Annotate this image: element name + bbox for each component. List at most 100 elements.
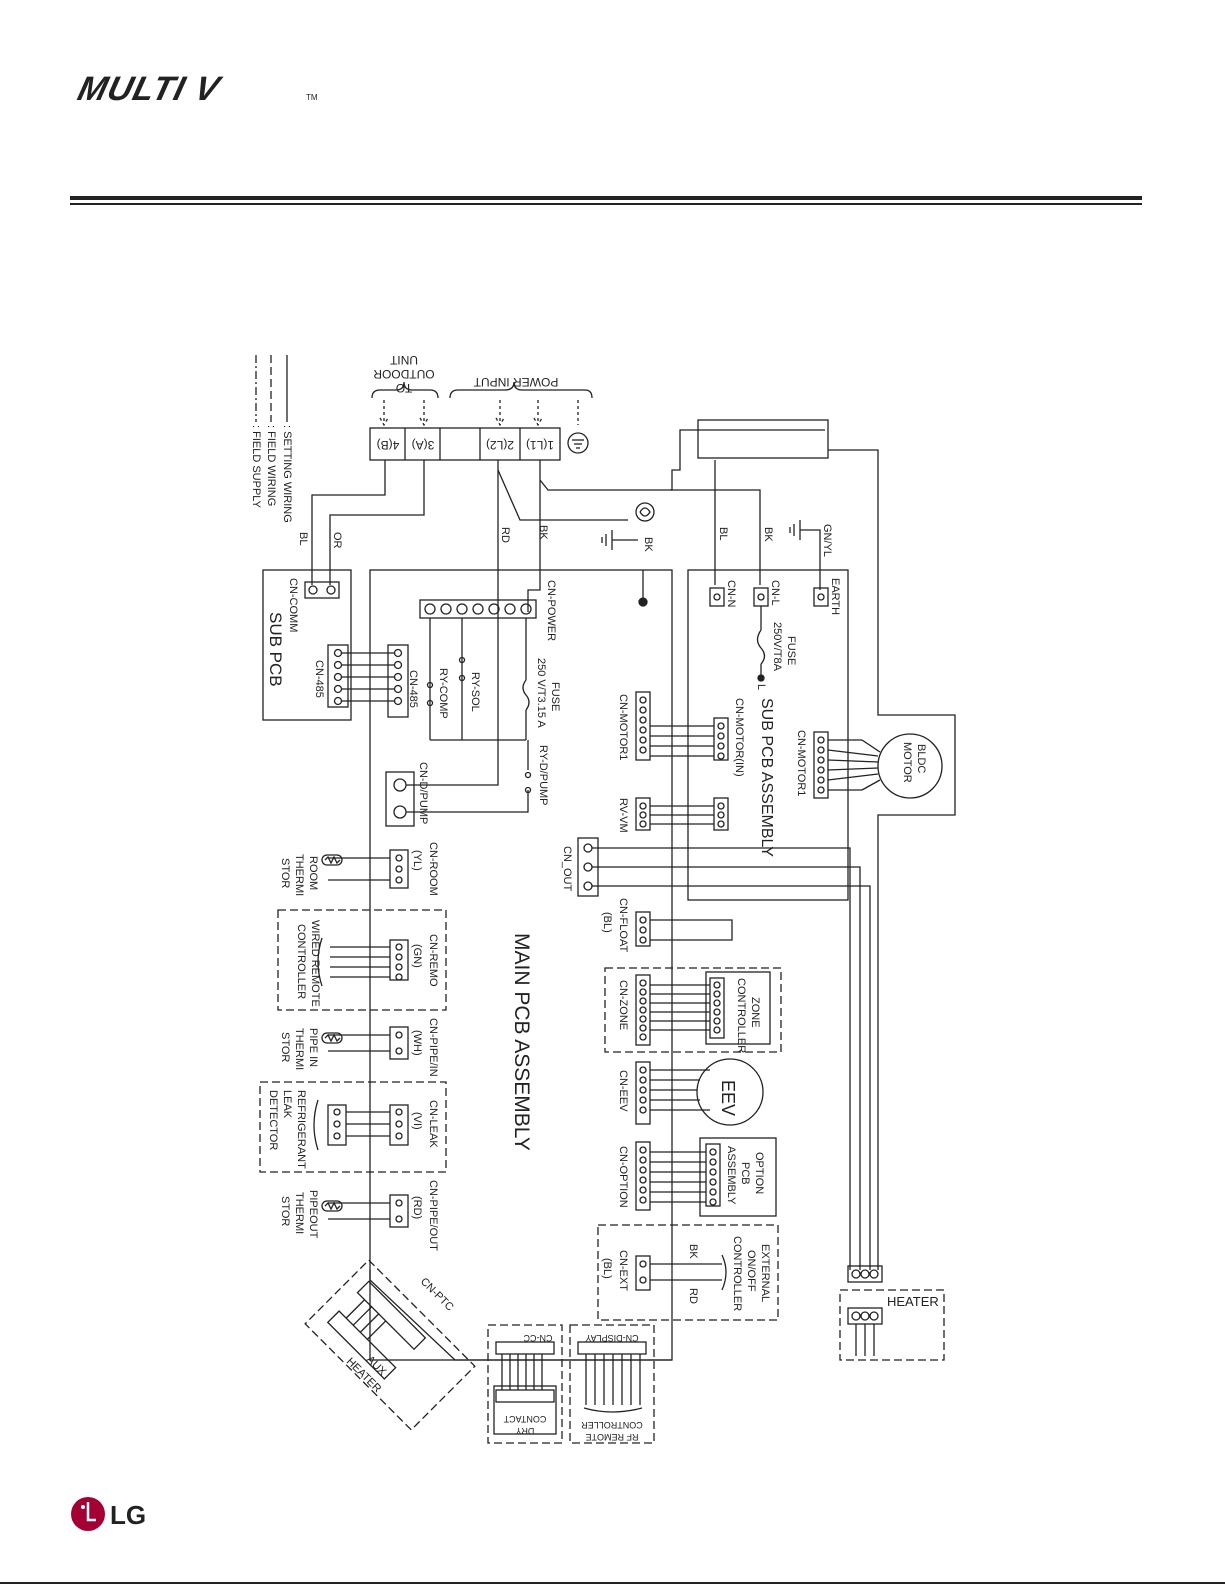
pipein-label-3: STOR xyxy=(279,1032,291,1062)
cn-motor-in-label: CN-MOTOR(IN) xyxy=(733,698,745,777)
cn-leak-label-2: (VI) xyxy=(411,1112,423,1130)
zone-label-1: ZONE xyxy=(749,997,761,1028)
terminal-4b: 4(B) xyxy=(377,438,400,452)
sub-fuse-label-1: FUSE xyxy=(785,636,797,665)
room-label-2: THERMI xyxy=(293,854,305,896)
ground-symbol-main xyxy=(601,530,613,550)
dry-label-1: DRY xyxy=(516,1426,535,1436)
remote-label-1: WIRED REMOTE xyxy=(309,920,321,1007)
power-relay xyxy=(697,419,829,459)
pipein-label-1: PIPE IN xyxy=(307,1028,319,1067)
power-input-label: POWER INPUT xyxy=(473,375,558,389)
rf-label-1: RF REMOTE xyxy=(586,1432,639,1442)
legend-field-wiring-label: : FIELD WIRING xyxy=(265,425,277,506)
room-label-3: STOR xyxy=(279,858,291,888)
ry-dpump-label: RY-D/PUMP xyxy=(537,745,549,806)
wire-bl xyxy=(311,460,386,585)
header-rule xyxy=(70,196,1142,205)
terminal-1l1: 1(L1) xyxy=(526,438,554,452)
cn-cc-label: CN-CC xyxy=(523,1333,552,1343)
earth-label: EARTH xyxy=(829,578,841,615)
cn-room-label-1: CN-ROOM xyxy=(427,842,439,896)
rv-vm-label: RV-VM xyxy=(617,798,629,833)
leak-label-3: DETECTOR xyxy=(267,1090,279,1150)
cn-485-label-main: CN-485 xyxy=(407,670,419,708)
ry-sol-label: RY-SOL xyxy=(469,672,481,712)
sub-pcb-title: SUB PCB xyxy=(266,612,285,687)
leak-label-2: LEAK xyxy=(281,1090,293,1119)
dry-label-2: CONTACT xyxy=(503,1414,546,1424)
cn-room-label-2: (YL) xyxy=(411,850,423,871)
wire-label-bl-2: BL xyxy=(717,527,729,540)
cn-out-label: CN_OUT xyxy=(561,846,573,892)
zone-label-2: CONTROLLER xyxy=(735,978,747,1053)
bldc-motor xyxy=(877,733,943,799)
leak-label-1: REFRIGERANT xyxy=(295,1090,307,1169)
fuse-label-2: 250 V/T3.15 A xyxy=(535,658,547,728)
cn-display-label: CN-DISPLAY xyxy=(585,1333,638,1343)
cn-ptc-label: CN-PTC xyxy=(418,1276,456,1314)
wire-or xyxy=(329,460,425,585)
sub-pcb-assembly-title: SUB PCB ASSEMBLY xyxy=(758,698,775,857)
wire-label-bk-3: BK xyxy=(762,527,774,542)
option-label-3: ASSEMBLY xyxy=(725,1146,737,1205)
pipeout-label-2: THERMI xyxy=(293,1192,305,1234)
cn-ext-label-2: (BL) xyxy=(601,1258,613,1279)
cn-power-connector xyxy=(419,599,537,619)
cn-comm-label: CN-COMM xyxy=(287,578,299,632)
wire-bk xyxy=(527,460,541,612)
pipeout-label-3: STOR xyxy=(279,1196,291,1226)
pipein-label-2: THERMI xyxy=(293,1028,305,1070)
outdoor-label-2: OUTDOOR xyxy=(373,367,435,381)
cn-motor1-sub-label: CN-MOTOR1 xyxy=(795,730,807,796)
cn-dpump-label: CN-D/PUMP xyxy=(417,762,429,824)
cn-motor1-main-label: CN-MOTOR1 xyxy=(617,694,629,760)
option-label-2: PCB xyxy=(739,1162,751,1185)
ground-symbol-terminal xyxy=(567,432,589,454)
multi-v-logo: MULTI V TM xyxy=(74,70,318,107)
option-label-1: OPTION xyxy=(753,1152,765,1194)
cn-eev-label: CN-EEV xyxy=(617,1070,629,1112)
pipeout-label-1: PIPEOUT xyxy=(307,1190,319,1239)
cn-leak-label-1: CN-LEAK xyxy=(427,1100,439,1148)
wire-label-rd: RD xyxy=(499,527,511,543)
terminal-2l2: 2(L2) xyxy=(486,438,514,452)
cn-float-label-1: CN-FLOAT xyxy=(617,898,629,952)
fuse-label-1: FUSE xyxy=(549,682,561,711)
wire-label-bk: BK xyxy=(537,525,549,540)
cn-pipein-label-2: (WH) xyxy=(411,1030,423,1056)
wire-label-bl: BL xyxy=(297,532,309,545)
cn-zone-label: CN-ZONE xyxy=(617,980,629,1030)
wire-label-rd-ext: RD xyxy=(687,1288,699,1304)
sub-pcb-box xyxy=(262,569,352,721)
cn-remo-label-2: (GN) xyxy=(411,944,423,968)
main-pcb-title: MAIN PCB ASSEMBLY xyxy=(510,933,533,1151)
wire-label-bk-ext: BK xyxy=(687,1244,699,1259)
bldc-label-2: MOTOR xyxy=(901,742,913,783)
cn-power-label: CN-POWER xyxy=(545,580,557,641)
lg-logo: LG xyxy=(71,1497,146,1531)
eev-label: EEV xyxy=(718,1080,738,1116)
footer-rule xyxy=(0,1582,1225,1584)
cn-pipein-label-1: CN-PIPE/IN xyxy=(427,1018,439,1077)
wire-label-gnyl: GN/YL xyxy=(821,524,833,557)
legend-setting-wiring-label: : SETTING WIRING xyxy=(281,425,293,523)
heater-label: HEATER xyxy=(887,1294,939,1309)
multi-v-tm: TM xyxy=(306,93,318,102)
ry-comp-label: RY-COMP xyxy=(437,668,449,719)
remote-label-2: CONTROLLER xyxy=(295,924,307,999)
cn-n-label: CN-N xyxy=(725,580,737,608)
l-label: L xyxy=(755,684,767,690)
lg-wordmark: LG xyxy=(110,1500,146,1530)
room-label-1: ROOM xyxy=(307,856,319,890)
cn-485-label-sub: CN-485 xyxy=(313,660,325,698)
ext-label-2: ON/OFF xyxy=(745,1250,757,1292)
cn-pipeout-label-2: (RD) xyxy=(411,1196,423,1219)
rf-label-2: CONTROLLER xyxy=(581,1420,643,1430)
cn-remo-label-1: CN-REMO xyxy=(427,934,439,987)
cn-ext-label-1: CN-EXT xyxy=(617,1250,629,1291)
cn-option-label: CN-OPTION xyxy=(617,1146,629,1208)
bldc-label-1: BLDC xyxy=(915,744,927,773)
outdoor-label-1: TO xyxy=(396,381,412,395)
